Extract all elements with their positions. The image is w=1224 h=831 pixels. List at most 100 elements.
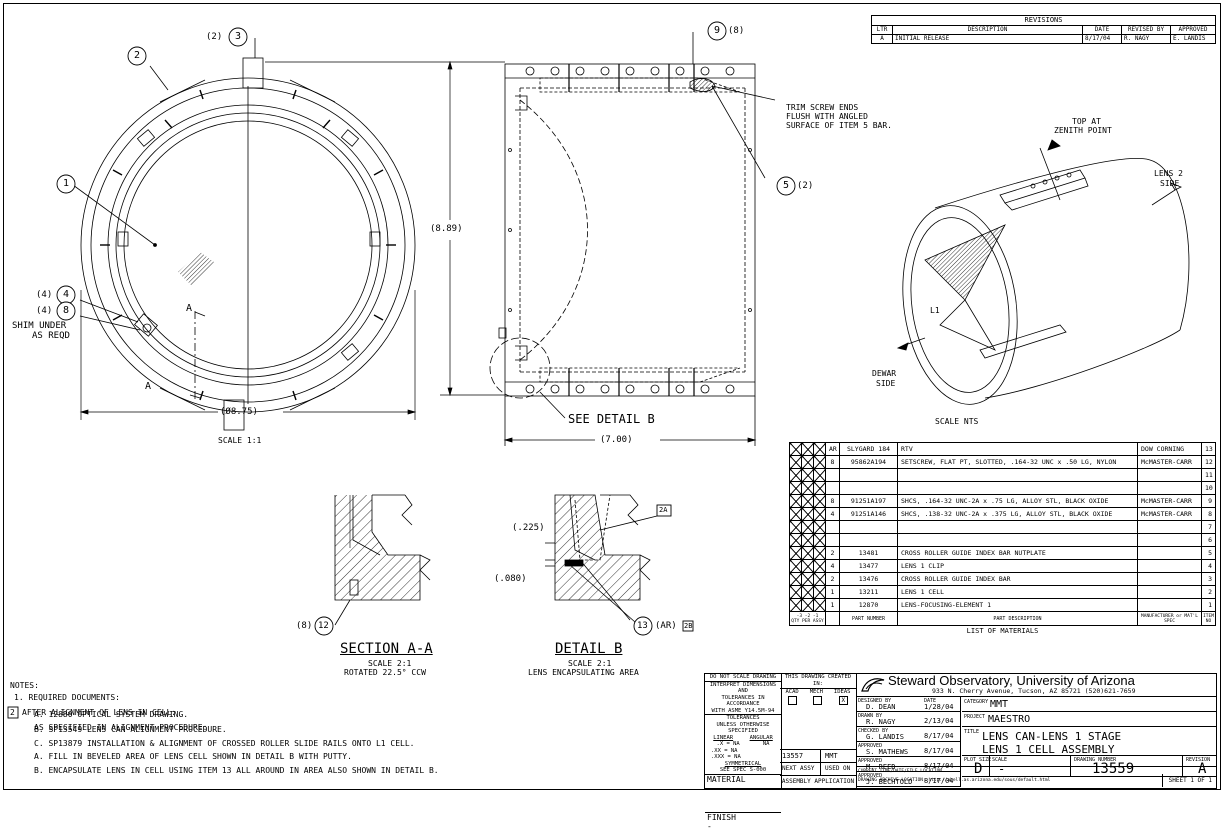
approved-row-3: APPROVED J. BECHTOLD 8/17/04 xyxy=(856,772,961,787)
organization-address: 933 N. Cherry Avenue, Tucson, AZ 85721 (… xyxy=(932,687,1136,695)
bom-item-number: 1 xyxy=(1201,598,1216,612)
zenith-label-2: ZENITH POINT xyxy=(1054,126,1112,135)
bom-description: CROSS ROLLER GUIDE INDEX BAR xyxy=(897,572,1138,586)
bom-qty-cross xyxy=(789,481,802,495)
approved-label-1: APPROVED xyxy=(858,743,883,749)
acad-checkbox xyxy=(788,696,798,705)
bom-qty-cross xyxy=(789,455,802,469)
bom-description: RTV xyxy=(897,442,1138,456)
revisions-header-row: LTR DESCRIPTION DATE REVISED BY APPROVED xyxy=(871,25,1216,35)
balloon-13: 13 xyxy=(637,621,648,631)
bom-description: SHCS, .138-32 UNC-2A x .375 LG, ALLOY ST… xyxy=(897,507,1138,521)
rev-approved: E. LANDIS xyxy=(1170,34,1216,44)
used-on-label: USED ON xyxy=(825,765,851,772)
bom-qty-cross xyxy=(789,520,802,534)
bom-item-number: 9 xyxy=(1201,494,1216,508)
bom-part-number: 91251A146 xyxy=(839,507,898,521)
drawing-info: CATEGORY MMT PROJECT MAESTRO TITLE LENS … xyxy=(962,697,1216,788)
category-label: CATEGORY xyxy=(964,699,989,705)
approved-label-2: APPROVED xyxy=(858,758,883,764)
file-location-row: CURRENT TIME/DATE/FILE LOCATION DRAWING … xyxy=(856,766,1216,789)
bom-item-number: 6 xyxy=(1201,533,1216,547)
title-block-left: DO NOT SCALE DRAWING INTERPRET DIMENSION… xyxy=(704,673,782,831)
bom-qty: 1 xyxy=(825,585,840,599)
balloon-9-qty: (8) xyxy=(728,26,745,36)
rev-hdr-ltr: LTR xyxy=(871,25,893,35)
l1-label: L1 xyxy=(930,306,940,315)
bom-item-number: 13 xyxy=(1201,442,1216,456)
revision-value: A xyxy=(1198,761,1207,777)
bom-item-number: 3 xyxy=(1201,572,1216,586)
section-a-a xyxy=(334,494,431,626)
size-row: PLOT SIZE D SCALE - DRAWING NUMBER 13559… xyxy=(962,756,1216,777)
interpret-note-2: TOLERANCES IN ACCORDANCE xyxy=(721,694,765,708)
plot-size-label: PLOT SIZE xyxy=(964,757,992,763)
rev-hdr-desc: DESCRIPTION xyxy=(892,25,1083,35)
bom-manufacturer xyxy=(1137,546,1202,560)
bom-qty-cross xyxy=(789,598,802,612)
bom-qty-cross xyxy=(801,481,814,495)
bom-qty-cross xyxy=(789,494,802,508)
category-value: MMT xyxy=(990,699,1009,710)
bom-qty: 8 xyxy=(825,455,840,469)
symmetrical-label: SYMMETRICAL xyxy=(724,760,762,767)
bom-qty-cross xyxy=(801,494,814,508)
bom-qty-cross xyxy=(813,455,826,469)
bom-qty: AR xyxy=(825,442,840,456)
bom-qty-cross xyxy=(789,468,802,482)
bom-manufacturer xyxy=(1137,520,1202,534)
project-row: PROJECT MAESTRO xyxy=(962,712,1216,727)
bom-row: 10 xyxy=(789,481,1216,495)
detail-subtitle: LENS ENCAPSULATING AREA xyxy=(528,668,639,677)
flag-2b: 2B xyxy=(684,622,693,630)
section-scale: SCALE 2:1 xyxy=(368,659,412,668)
designed-by: D. DEAN xyxy=(866,703,896,711)
bom-item-number: 4 xyxy=(1201,559,1216,573)
width-label: (7.00) xyxy=(600,435,633,445)
bom-part-number xyxy=(839,520,898,534)
bom-qty xyxy=(825,520,840,534)
approved-by-1: S. MATHEWS xyxy=(866,748,909,756)
shim-note-2: AS REQD xyxy=(32,331,70,341)
assembly-application: ASSEMBLY APPLICATION xyxy=(780,775,856,788)
see-detail-label: SEE DETAIL B xyxy=(568,412,655,426)
bom-qty-cross xyxy=(801,572,814,586)
bom-manufacturer xyxy=(1137,585,1202,599)
trim-note-3: SURFACE OF ITEM 5 BAR. xyxy=(786,121,892,130)
note-1b: B. SP13549 LENS CAN ALIGNMENT PROCEDURE. xyxy=(34,725,227,734)
detail-scale: SCALE 2:1 xyxy=(568,659,612,668)
bom-row: 7 xyxy=(789,520,1216,534)
revision-row: A INITIAL RELEASE 8/17/04 R. NAGY E. LAN… xyxy=(871,34,1216,44)
tolerances-title: TOLERANCES xyxy=(726,715,760,721)
note-2-procedure: AS SPECIFIED IN ALIGNMENT PROCEDURE: xyxy=(34,723,208,732)
balloon-4-qty: (4) xyxy=(36,290,53,300)
trim-note-2: FLUSH WITH ANGLED xyxy=(786,112,868,121)
mech-checkbox xyxy=(813,696,823,705)
bom-item-number: 10 xyxy=(1201,481,1216,495)
bom-qty-cross xyxy=(801,520,814,534)
created-in-label: THIS DRAWING CREATED IN: xyxy=(780,674,856,689)
approved-by-3: J. BECHTOLD xyxy=(866,778,913,786)
sheet-number: SHEET 1 OF 1 xyxy=(1161,774,1212,787)
balloon-8: 8 xyxy=(63,305,70,316)
plot-size-value: D xyxy=(974,761,983,777)
bom-manufacturer xyxy=(1137,572,1202,586)
bom-part-number xyxy=(839,533,898,547)
checked-label: CHECKED BY xyxy=(858,728,889,734)
sheet-scale-label: SCALE xyxy=(992,757,1008,763)
drawing-linework xyxy=(72,32,1190,626)
bom-qty-cross xyxy=(789,585,802,599)
height-label: (8.89) xyxy=(430,224,463,234)
bom-qty-cross xyxy=(813,585,826,599)
bom-qty-cross xyxy=(801,507,814,521)
approved-row-1: APPROVED S. MATHEWS 8/17/04 xyxy=(856,742,961,757)
software-checkboxes: X xyxy=(780,696,856,705)
balloon-9: 9 xyxy=(714,25,721,36)
detail-title: DETAIL B xyxy=(555,641,623,657)
